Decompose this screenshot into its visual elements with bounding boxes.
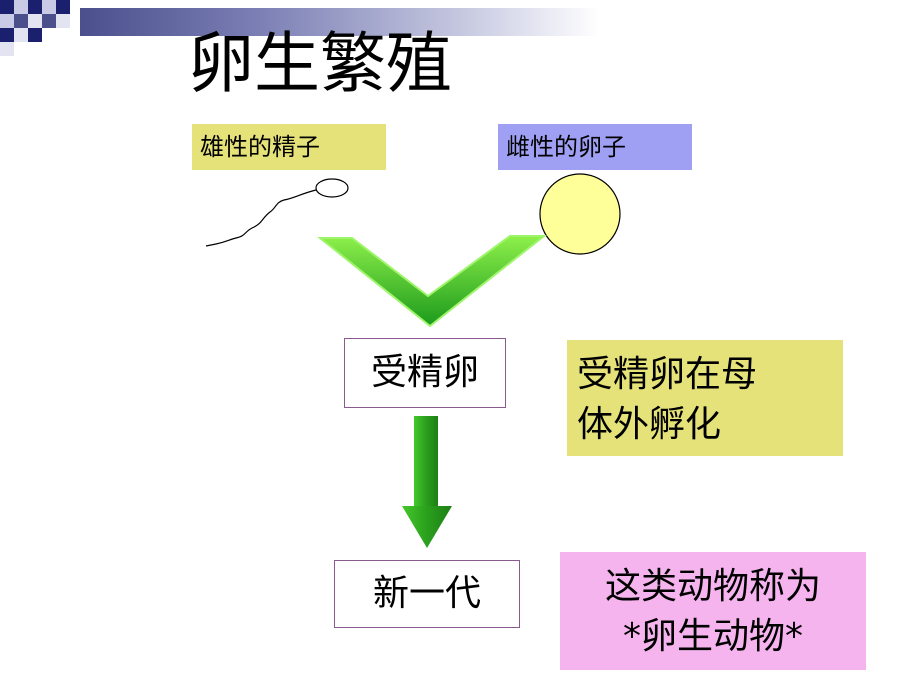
fertilized-egg-box: 受精卵 [344,338,506,408]
decorative-header-band [0,0,600,56]
incubation-note-line1: 受精卵在母 [577,354,758,395]
egg-label: 雌性的卵子 [498,124,692,170]
sperm-label: 雄性的精子 [192,124,386,170]
sperm-icon [205,178,349,247]
slide-title: 卵生繁殖 [188,25,452,102]
merge-arrow-icon [317,235,547,328]
category-note: 这类动物称为 *卵生动物* [560,552,866,670]
category-note-line1: 这类动物称为 [604,566,821,607]
down-arrow-icon [402,416,452,548]
incubation-note-line2: 体外孵化 [577,404,722,445]
incubation-note: 受精卵在母 体外孵化 [567,340,843,456]
next-generation-box: 新一代 [334,560,520,628]
egg-icon [539,173,621,255]
category-note-line2: *卵生动物* [622,616,803,657]
